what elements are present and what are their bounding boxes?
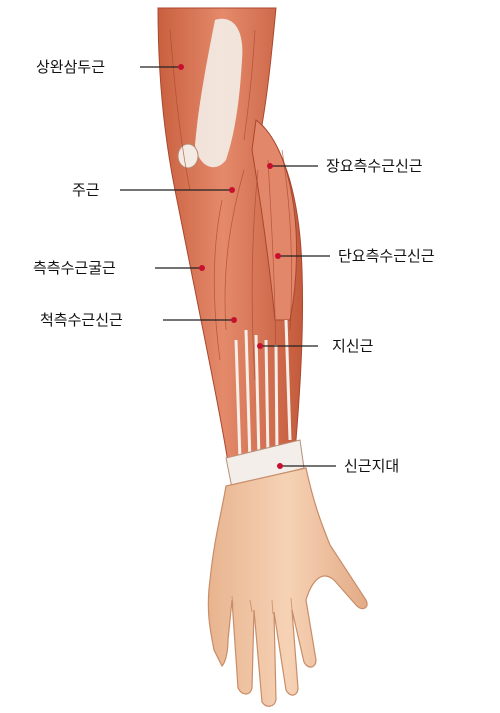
marker-ecrl [267, 163, 273, 169]
marker-anconeus [229, 187, 235, 193]
ecrl-muscle [251, 119, 298, 321]
muscle-striations [169, 29, 292, 391]
label-ecrl: 장요측수근신근 [326, 157, 423, 175]
hand-skin [207, 467, 368, 707]
label-biceps: 상완삼두근 [36, 58, 105, 76]
leader-lines [120, 66, 336, 467]
label-fcu: 측측수근굴근 [33, 259, 116, 277]
marker-dots [178, 64, 283, 469]
upper-tendon [195, 18, 243, 168]
extensor-tendons [234, 319, 292, 463]
marker-ed [257, 343, 263, 349]
marker-ecu [231, 317, 237, 323]
hand-creases [231, 595, 293, 615]
marker-retinaculum [277, 463, 283, 469]
label-ecrb: 단요측수근신근 [338, 247, 435, 265]
marker-fcu [199, 265, 205, 271]
label-ecu: 척측수근신근 [40, 311, 123, 329]
label-anconeus: 주근 [72, 181, 100, 199]
olecranon [177, 143, 199, 169]
marker-ecrb [275, 253, 281, 259]
label-ed: 지신근 [332, 337, 374, 355]
label-retinaculum: 신근지대 [344, 457, 399, 475]
marker-biceps [178, 64, 184, 70]
